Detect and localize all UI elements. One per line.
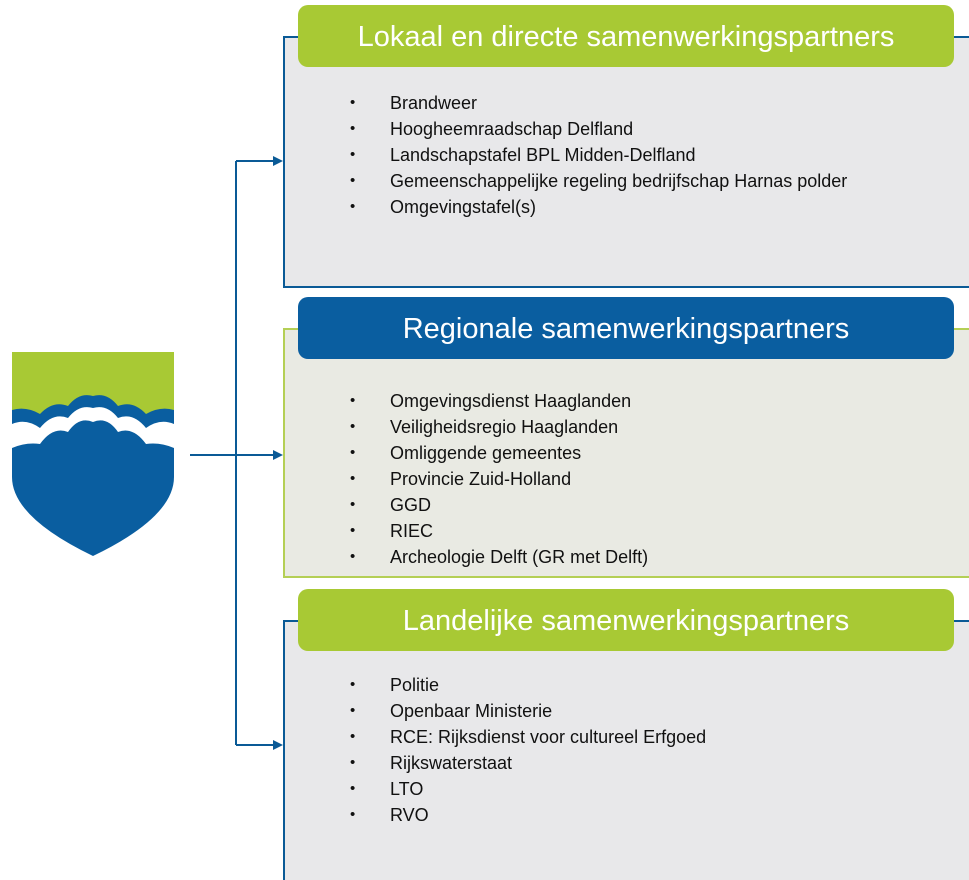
regional-partners-list: Omgevingsdienst Haaglanden Veiligheidsre… (350, 388, 648, 570)
list-item: Landschapstafel BPL Midden-Delfland (350, 142, 847, 168)
regional-partners-title: Regionale samenwerkingspartners (402, 312, 850, 345)
local-partners-header: Lokaal en directe samenwerkingspartners (298, 5, 954, 67)
list-item: Omgevingsdienst Haaglanden (350, 388, 648, 414)
national-partners-header: Landelijke samenwerkingspartners (298, 589, 954, 651)
list-item: GGD (350, 492, 648, 518)
shield-logo (12, 352, 174, 556)
list-item: Omgevingstafel(s) (350, 194, 847, 220)
local-partners-title: Lokaal en directe samenwerkingspartners (357, 20, 895, 53)
list-item: Gemeenschappelijke regeling bedrijfschap… (350, 168, 847, 194)
national-partners-list: Politie Openbaar Ministerie RCE: Rijksdi… (350, 672, 706, 828)
list-item: Provincie Zuid-Holland (350, 466, 648, 492)
list-item: Omliggende gemeentes (350, 440, 648, 466)
list-item: Rijkswaterstaat (350, 750, 706, 776)
list-item: RCE: Rijksdienst voor cultureel Erfgoed (350, 724, 706, 750)
list-item: Brandweer (350, 90, 847, 116)
local-partners-list: Brandweer Hoogheemraadschap Delfland Lan… (350, 90, 847, 220)
list-item: Politie (350, 672, 706, 698)
regional-partners-header: Regionale samenwerkingspartners (298, 297, 954, 359)
list-item: Openbaar Ministerie (350, 698, 706, 724)
national-partners-title: Landelijke samenwerkingspartners (402, 604, 850, 637)
list-item: Hoogheemraadschap Delfland (350, 116, 847, 142)
list-item: RVO (350, 802, 706, 828)
list-item: Veiligheidsregio Haaglanden (350, 414, 648, 440)
list-item: LTO (350, 776, 706, 802)
list-item: Archeologie Delft (GR met Delft) (350, 544, 648, 570)
list-item: RIEC (350, 518, 648, 544)
